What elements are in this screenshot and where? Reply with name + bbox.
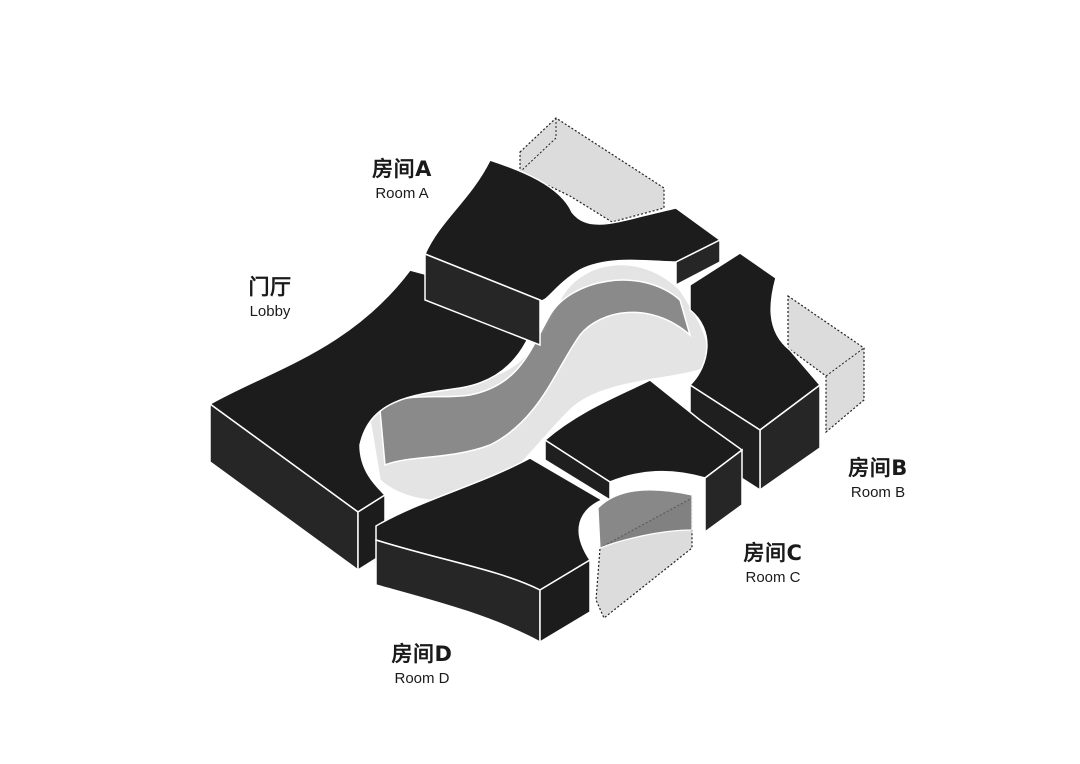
room-c-block — [543, 379, 744, 534]
label-lobby-en: Lobby — [249, 303, 291, 320]
glass-wall — [379, 279, 692, 467]
label-room-c-en: Room C — [745, 569, 801, 586]
ghost-box-room-a-face — [519, 117, 665, 223]
glass-wall-room-c — [597, 489, 693, 549]
room-c-block-front — [704, 448, 743, 534]
room-a-block-front-left — [424, 252, 541, 347]
room-d-block-side — [539, 558, 591, 644]
label-lobby-zh: 门厅 — [248, 275, 292, 299]
label-room-c-zh: 房间C — [743, 541, 803, 565]
room-a-block-front-right — [675, 238, 721, 287]
lobby-block-top — [208, 269, 541, 513]
label-room-c: 房间C Room C — [723, 540, 823, 588]
label-room-a: 房间A Room A — [352, 156, 452, 204]
label-room-d: 房间D Room D — [372, 641, 472, 689]
label-room-b-en: Room B — [850, 484, 906, 501]
lobby-block — [208, 269, 541, 572]
label-room-d-zh: 房间D — [391, 642, 453, 666]
room-c-block-top — [543, 379, 744, 483]
label-room-b: 房间B Room B — [828, 455, 928, 503]
room-a-block-top — [423, 159, 722, 302]
label-room-b-zh: 房间B — [848, 456, 908, 480]
ghost-box-room-a-edge — [519, 118, 557, 173]
ghost-box-room-a — [519, 117, 665, 223]
label-room-a-zh: 房间A — [372, 157, 432, 181]
label-room-a-en: Room A — [375, 185, 429, 202]
room-d-block — [375, 457, 604, 644]
room-a-block — [423, 159, 722, 347]
label-lobby: 门厅 Lobby — [220, 274, 320, 322]
label-room-d-en: Room D — [394, 670, 450, 687]
